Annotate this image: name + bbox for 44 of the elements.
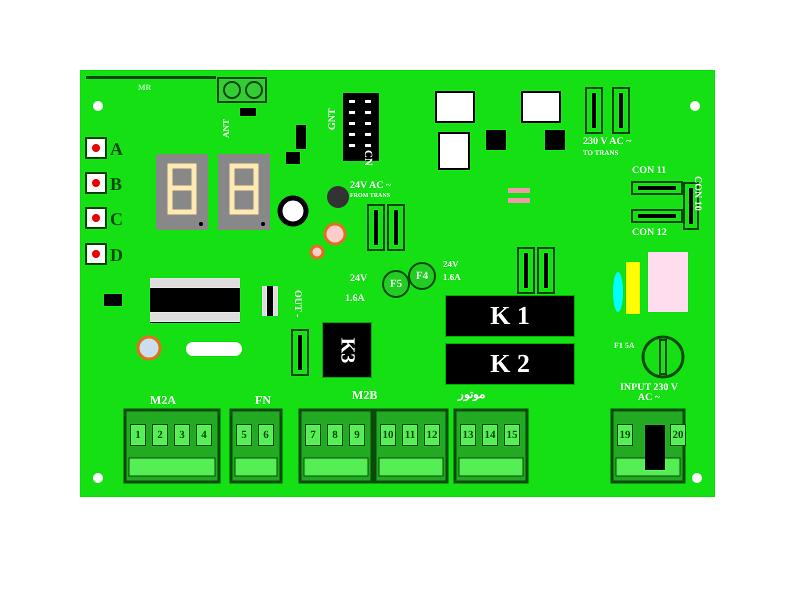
terminal-number: 19 <box>617 424 633 446</box>
board-label: 24V <box>350 274 368 284</box>
connector-label: M2A <box>150 394 176 406</box>
terminal-number: 7 <box>305 424 321 446</box>
button-letter: A <box>110 140 123 158</box>
board-label: 24V <box>443 260 458 269</box>
board-label: MR <box>138 84 152 92</box>
board-label: CON 10 <box>692 176 702 211</box>
board-label: 1.6A <box>345 294 365 304</box>
terminal-number: 3 <box>174 424 190 446</box>
terminal-number: 11 <box>402 424 418 446</box>
board-label: OUT - <box>292 290 302 318</box>
button-letter: B <box>110 175 122 193</box>
terminal-number: 2 <box>152 424 168 446</box>
terminal-number: 1 <box>130 424 146 446</box>
relay-box: K3 <box>322 322 372 378</box>
board-label: GNT <box>328 108 338 130</box>
connector-label: موتور <box>458 388 485 400</box>
connector-label: M2B <box>352 389 378 401</box>
board-label: 230 V AC ~ <box>583 137 632 147</box>
board-label: CN <box>362 150 373 166</box>
board-label: CON 12 <box>632 228 667 238</box>
connector-label: FN <box>255 394 271 406</box>
terminal-number: 13 <box>460 424 476 446</box>
terminal-number: 9 <box>349 424 365 446</box>
board-label: 1.6A <box>443 273 461 282</box>
board-label: F1 5A <box>614 342 635 350</box>
relay-box: K 2 <box>445 343 575 385</box>
terminal-number: 20 <box>670 424 686 446</box>
terminal-number: 6 <box>258 424 274 446</box>
button-letter: D <box>110 246 123 264</box>
relay-box: K 1 <box>445 295 575 337</box>
board-label: CON 11 <box>632 166 666 176</box>
terminal-number: 15 <box>504 424 520 446</box>
connector-label: INPUT 230 V AC ~ <box>619 383 679 403</box>
button-letter: C <box>110 210 123 228</box>
terminal-number: 14 <box>482 424 498 446</box>
terminal-number: 12 <box>424 424 440 446</box>
terminal-number: 8 <box>327 424 343 446</box>
board-label: ANT <box>222 118 231 138</box>
terminal-number: 5 <box>236 424 252 446</box>
terminal-number: 10 <box>380 424 396 446</box>
board-label: 24V AC ~ <box>350 181 392 191</box>
terminal-number: 4 <box>196 424 212 446</box>
